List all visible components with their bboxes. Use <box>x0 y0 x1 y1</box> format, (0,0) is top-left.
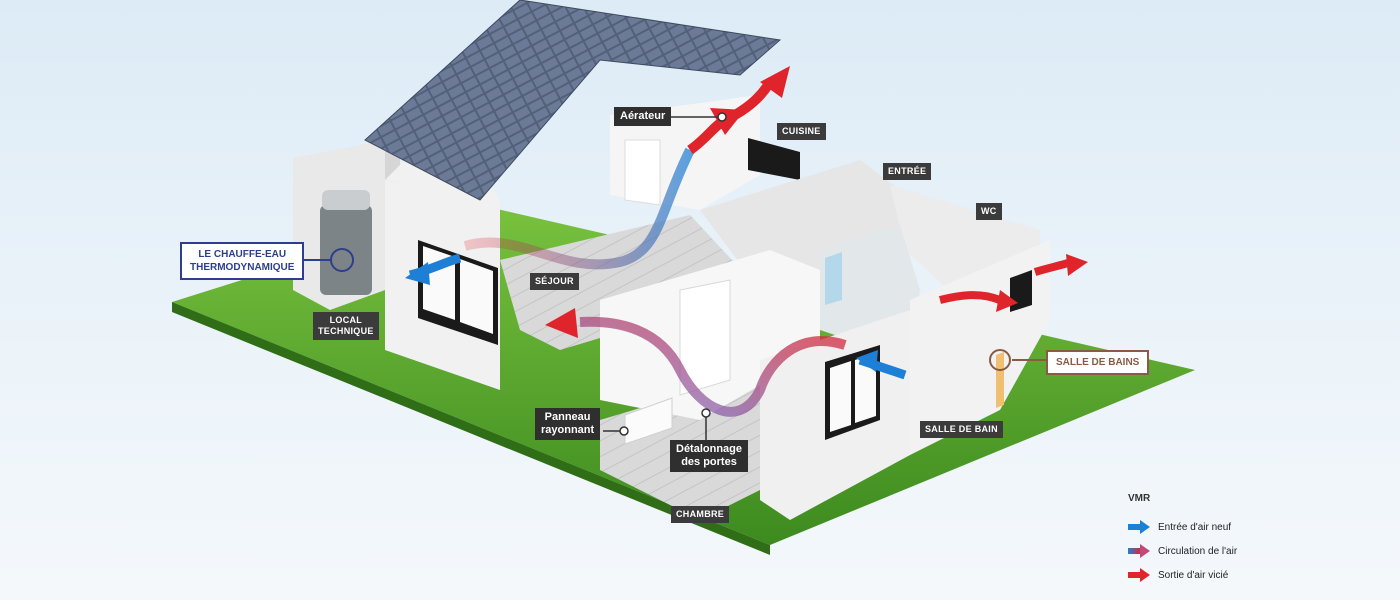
door-cuisine <box>624 139 661 206</box>
arrow-exhaust-wc <box>1033 259 1070 276</box>
arrow-circulation-chambre <box>579 316 847 417</box>
legend-item-exhaust: Sortie d'air vicié <box>1128 564 1278 586</box>
arrow-circulation-sejour <box>463 147 695 270</box>
legend-label: Circulation de l'air <box>1158 545 1238 557</box>
marker-salle-de-bains <box>989 349 1011 371</box>
label-chambre: CHAMBRE <box>671 506 730 523</box>
label-panneau-rayonnant: Panneau rayonnant <box>535 408 601 440</box>
marker-aerateur <box>717 112 727 122</box>
marker-chauffe-eau <box>330 248 354 272</box>
label-detalonnage: Détalonnage des portes <box>670 440 749 472</box>
legend-item-circulation: Circulation de l'air <box>1128 540 1278 562</box>
label-sejour: SÉJOUR <box>530 273 579 290</box>
label-wc: WC <box>976 203 1002 220</box>
roof <box>364 0 782 201</box>
lawn-edge <box>172 302 770 555</box>
exhaust-arrow-icon <box>1128 568 1150 582</box>
callout-chauffe-eau: LE CHAUFFE-EAU THERMODYNAMIQUE <box>180 242 305 280</box>
label-local-technique: LOCAL TECHNIQUE <box>313 312 379 340</box>
legend-label: Sortie d'air vicié <box>1158 569 1229 581</box>
shower-glass <box>825 252 842 305</box>
label-aerateur: Aérateur <box>614 107 672 126</box>
label-salle-de-bain: SALLE DE BAIN <box>920 421 1003 438</box>
legend-label: Entrée d'air neuf <box>1158 521 1232 533</box>
water-heater-top <box>322 190 370 210</box>
callout-salle-de-bains: SALLE DE BAINS <box>1046 350 1150 375</box>
label-entree: ENTRÉE <box>883 163 932 180</box>
window-cuisine <box>748 138 800 180</box>
legend-item-fresh-air: Entrée d'air neuf <box>1128 516 1278 538</box>
arrow-exhaust-bathroom <box>939 291 1002 304</box>
arrow-exhaust-chambre-head <box>545 308 578 338</box>
label-cuisine: CUISINE <box>777 123 826 140</box>
legend: VMR Entrée d'air neuf Circulation de l'a… <box>1128 493 1278 588</box>
legend-title: VMR <box>1128 493 1151 504</box>
circulation-arrow-icon <box>1128 544 1150 558</box>
heater-bathroom <box>996 352 1004 408</box>
fresh-air-arrow-icon <box>1128 520 1150 534</box>
